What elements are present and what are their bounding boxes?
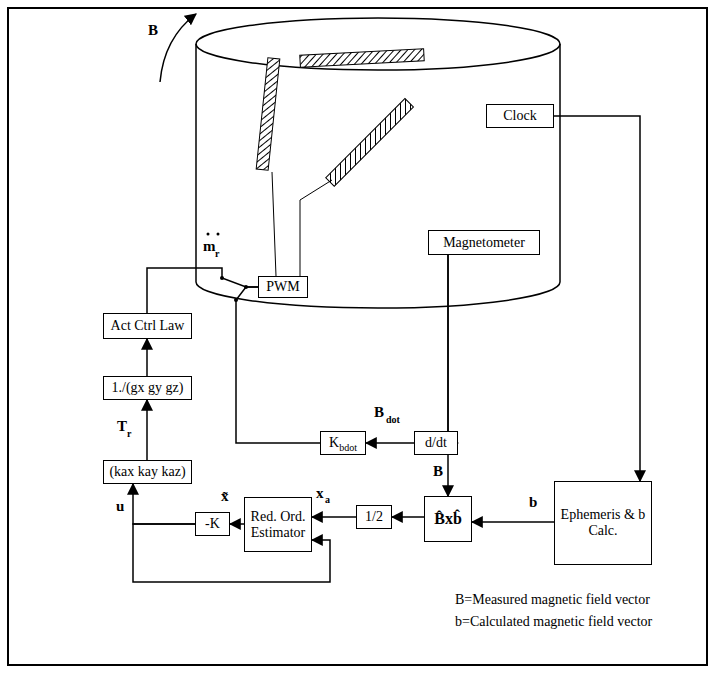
box-text: Clock	[503, 108, 536, 124]
signal-label: B	[374, 404, 384, 421]
signal-label: m	[203, 238, 216, 255]
signal-label: x	[316, 485, 324, 502]
box-text: (kax kay kaz)	[109, 464, 185, 480]
derivative-box: d/dt	[414, 431, 458, 455]
signal-label: u	[116, 498, 124, 515]
box-text: d/dt	[425, 435, 447, 451]
gain-box: 1./(gx gy gz)	[103, 376, 192, 400]
subscript-label: r	[127, 428, 131, 439]
signal-connector	[146, 339, 148, 376]
signal-connector	[236, 287, 320, 443]
gain-box: -K	[195, 512, 230, 536]
box-text: 1/2	[365, 509, 383, 525]
pwm-wires	[272, 172, 332, 276]
signal-connector	[312, 516, 356, 518]
signal-connector	[472, 521, 554, 523]
signal-connector	[366, 442, 414, 444]
gain-box: Kbdot	[320, 431, 366, 455]
signal-connector	[133, 484, 195, 524]
signal-label: b	[529, 494, 537, 511]
gain-box: 1/2	[356, 505, 392, 529]
signal-connector	[392, 516, 424, 518]
magnetometer-box: Magnetometer	[428, 230, 540, 255]
frame	[8, 8, 707, 665]
signal-label: x̃	[221, 488, 229, 505]
box-text: -K	[205, 516, 220, 532]
mr-dots	[207, 233, 220, 236]
signal-connector	[448, 255, 458, 443]
subscript-label: r	[215, 248, 219, 259]
pwm-box: PWM	[258, 276, 308, 298]
box-text: Act Ctrl Law	[111, 318, 185, 334]
signal-label: B	[433, 463, 443, 480]
torque-rods	[256, 49, 424, 186]
signal-connector	[146, 400, 148, 460]
box-text: PWM	[266, 279, 299, 295]
gain-box: (kax kay kaz)	[103, 460, 192, 484]
box-text: 1./(gx gy gz)	[112, 380, 184, 396]
signal-connector	[554, 116, 640, 481]
ephemeris-box: Ephemeris & b Calc.	[554, 481, 652, 565]
subscript-label: dot	[386, 414, 400, 425]
box-text: Red. Ord. Estimator	[249, 509, 307, 541]
box-text: B̂xb̂	[434, 510, 462, 528]
box-text: Ephemeris & b Calc.	[559, 507, 647, 539]
signal-connector	[147, 268, 258, 313]
cross-product-box: B̂xb̂	[424, 496, 472, 542]
clock-box: Clock	[486, 104, 554, 128]
box-text: K	[329, 435, 339, 451]
note-text: b=Calculated magnetic field vector	[455, 614, 652, 629]
signal-connector	[230, 523, 244, 525]
box-text: Magnetometer	[443, 235, 525, 251]
signal-label: T	[117, 418, 127, 435]
control-law-box: Act Ctrl Law	[103, 313, 192, 339]
note-text: B=Measured magnetic field vector	[455, 592, 650, 607]
field-arrow	[160, 14, 196, 82]
subscript-text: bdot	[339, 442, 357, 453]
signal-label: B	[148, 22, 158, 39]
subscript-label: a	[325, 494, 330, 505]
satellite-cylinder	[196, 18, 560, 308]
estimator-box: Red. Ord. Estimator	[244, 497, 312, 552]
